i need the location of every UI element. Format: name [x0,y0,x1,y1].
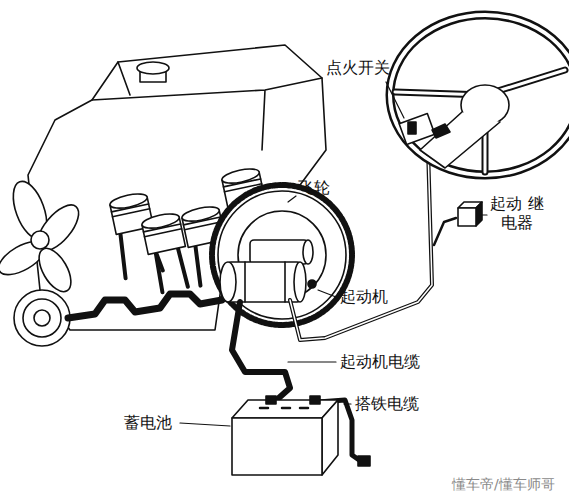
part-label: 起动机电缆 [340,352,420,371]
watermark: 懂车帝/懂车师哥 [452,476,555,493]
part-label: 蓄电池 [124,413,172,432]
part-label: 起动 继电器 [489,194,545,232]
control-wire [290,148,432,340]
engine-edge [92,62,322,150]
relay-wire [434,218,456,245]
starter-cable [232,302,290,404]
starter-relay [458,202,482,226]
battery [232,396,338,475]
part-label: 搭铁电缆 [355,394,419,413]
part-label: 点火开关 [326,58,390,77]
ground-clamp [358,456,370,466]
fan [0,177,86,297]
pulley [14,290,70,346]
steering-wheel [390,15,569,175]
flywheel [212,185,352,325]
part-label: 飞轮 [298,178,330,197]
leader-lines [180,82,487,426]
part-label: 起动机 [340,287,388,306]
ignition-switch [399,114,450,145]
starter-motor [220,240,316,302]
filler-cap [137,62,169,82]
control-wire-core [290,148,432,340]
